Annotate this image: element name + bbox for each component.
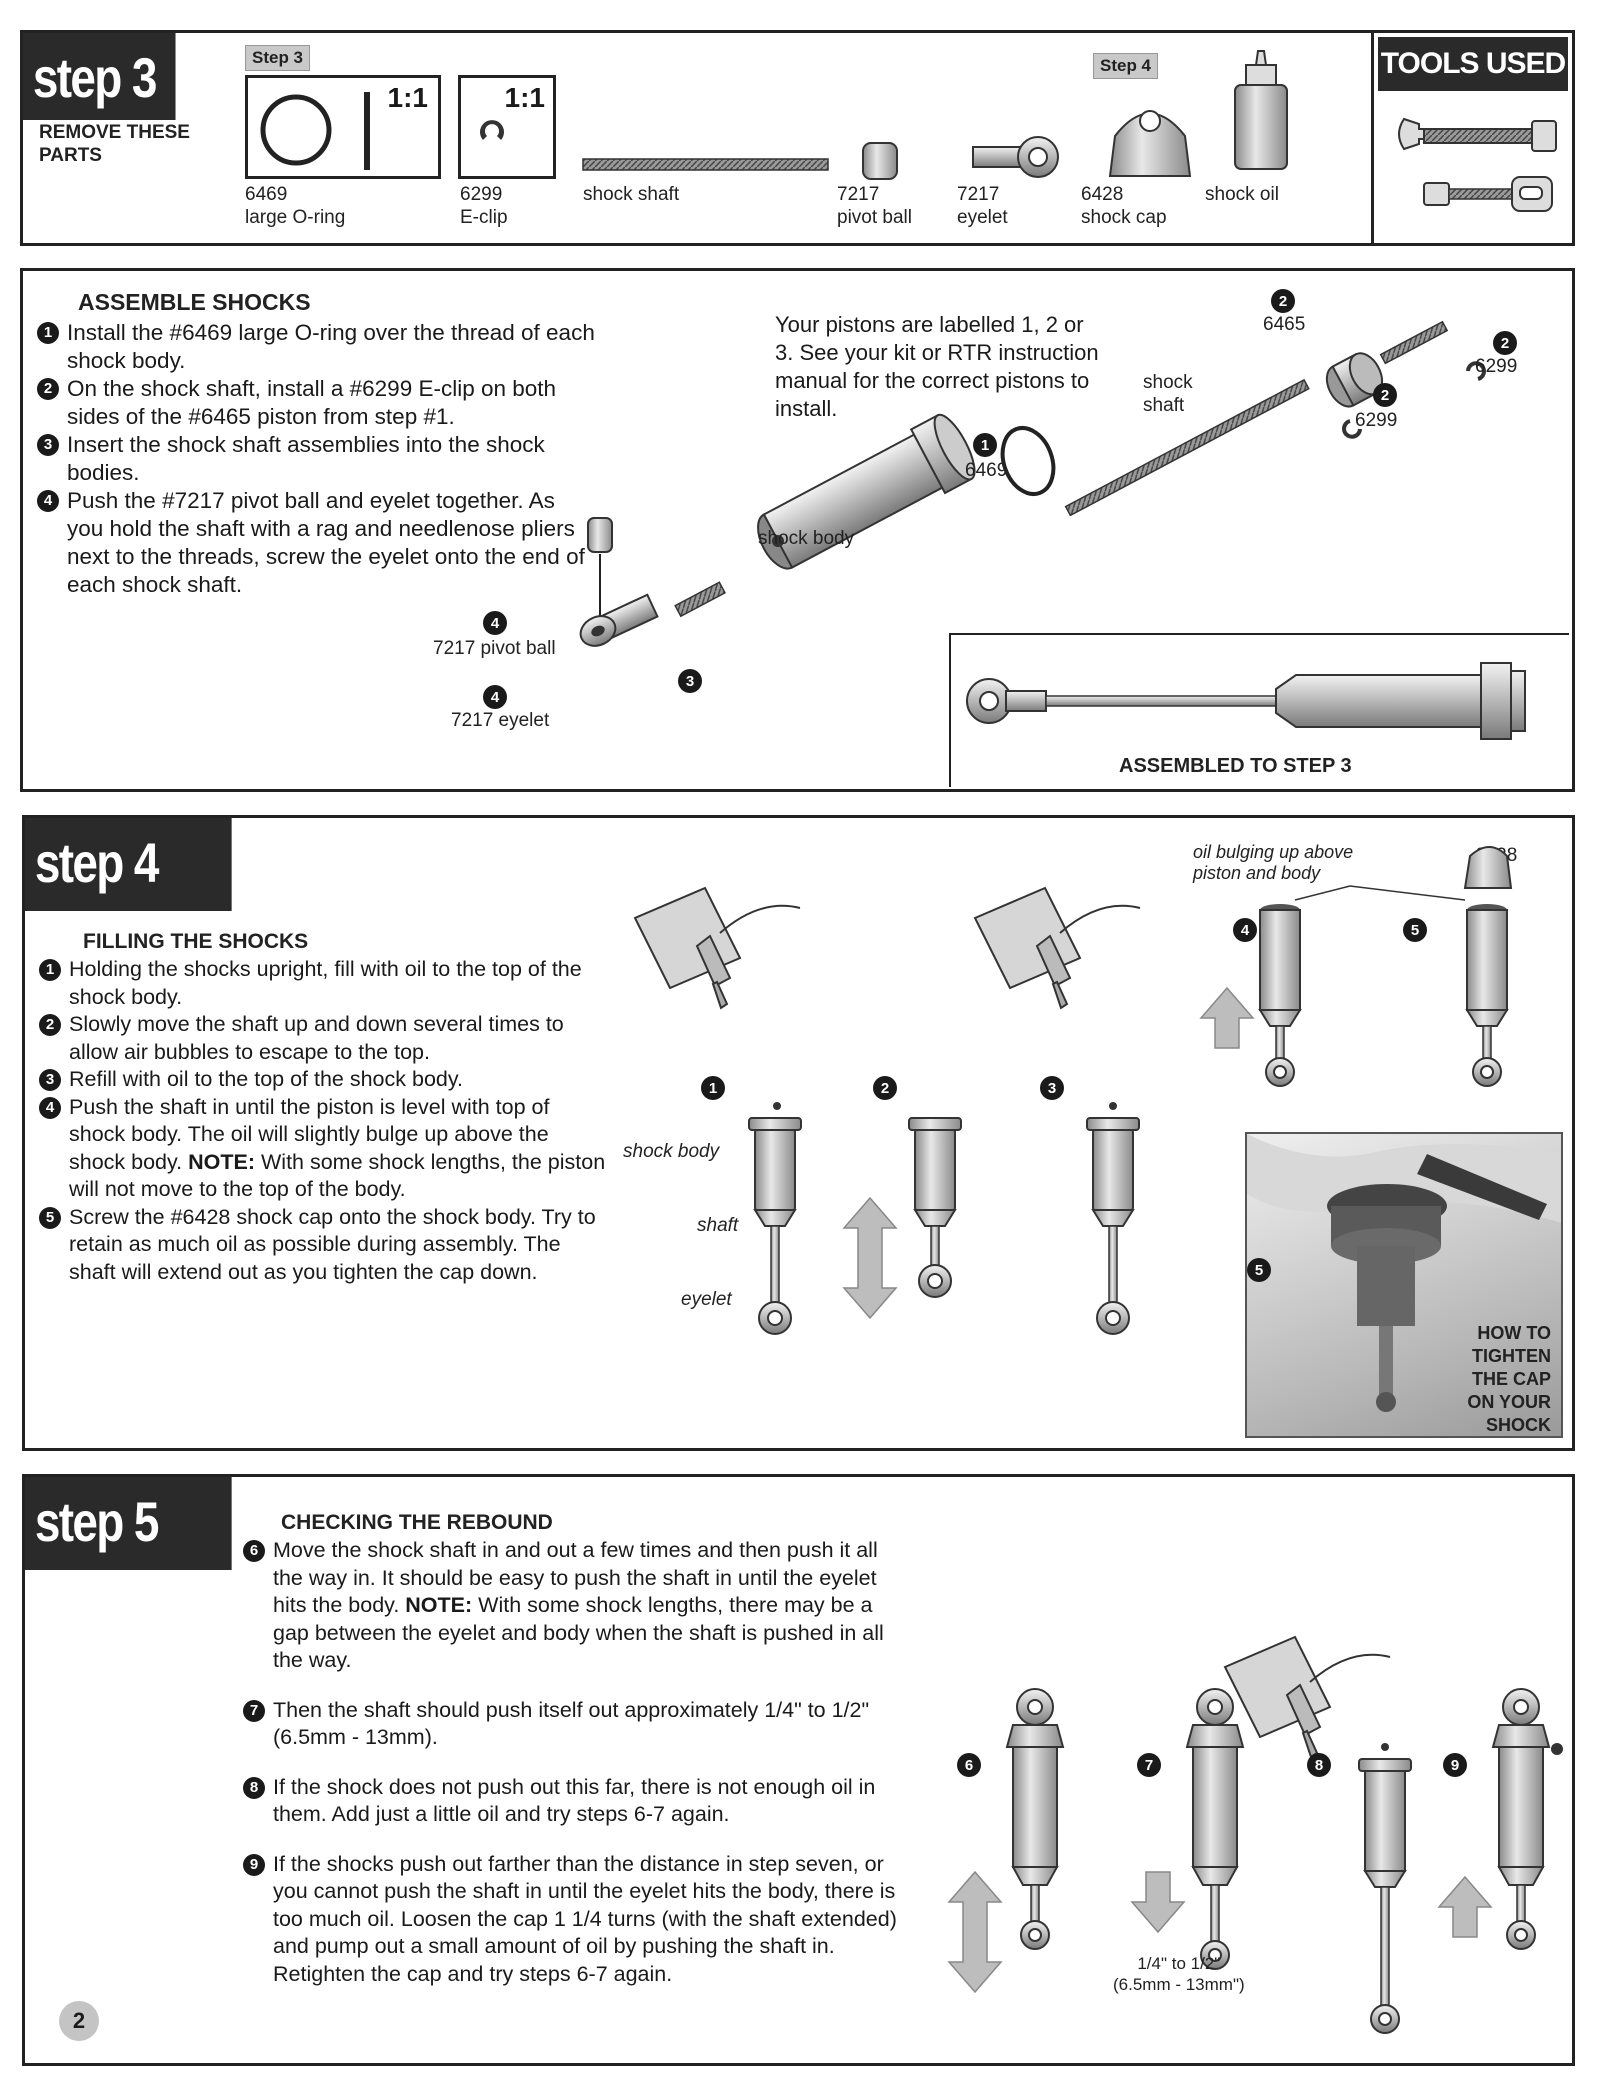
shock-cap-part	[1108, 110, 1192, 177]
label-oil-bulge: oil bulging up above piston and body	[1193, 842, 1354, 883]
wrench-icon	[1398, 117, 1557, 212]
piston-note: Your pistons are labelled 1, 2 or 3. See…	[775, 312, 1099, 421]
filling-diagram	[634, 887, 1141, 1335]
callout-6465: 6465	[1263, 314, 1306, 335]
measure-label: 1/4" to 1/2"(6.5mm - 13mm")	[1113, 1954, 1245, 1994]
bulge-badge-5: 5	[1403, 918, 1427, 942]
tools-panel: TOOLS USED	[1371, 33, 1572, 243]
step5-title: step 5	[25, 1477, 232, 1570]
step4-tag: Step 4	[1093, 53, 1159, 79]
bulge-cap-diagram	[1200, 846, 1513, 1087]
step3-title: step 3	[23, 33, 176, 120]
label-shaft: shaft	[697, 1215, 739, 1236]
shock-shaft-part	[582, 158, 829, 171]
callout-6299-a: 6299	[1475, 356, 1518, 377]
step3-tag: Step 3	[245, 45, 311, 71]
step4-heading: FILLING THE SHOCKS	[83, 930, 309, 953]
scale-label-b: 1:1	[504, 82, 545, 113]
step3-parts-panel: step 3 REMOVE THESE PARTS Step 3 1:1 1:1…	[20, 30, 1575, 246]
badge-2-mid: 2	[1373, 383, 1397, 407]
badge-2-top: 2	[1271, 289, 1295, 313]
oring-scale-box: 1:1	[245, 75, 441, 179]
exploded-shock-diagram	[579, 320, 1486, 647]
scale-label-a: 1:1	[387, 82, 428, 113]
fill-badge-3: 3	[1040, 1076, 1064, 1100]
photo-shock-image	[1247, 1134, 1561, 1412]
callout-6299-b: 6299	[1355, 410, 1398, 431]
bulge-badge-4: 4	[1233, 918, 1257, 942]
pivot-ball-part	[862, 142, 898, 180]
eyelet-part	[972, 136, 1059, 178]
eclip-drawing	[480, 120, 504, 140]
badge-2-right: 2	[1493, 331, 1517, 355]
fill-badge-1: 1	[701, 1076, 725, 1100]
page-number: 2	[59, 2001, 99, 2041]
part-label-shaft: shock shaft	[583, 184, 680, 205]
callout-eyelet: 7217 eyelet	[451, 710, 550, 731]
assemble-heading: ASSEMBLE SHOCKS	[78, 289, 311, 315]
callout-pivot-ball: 7217 pivot ball	[433, 638, 556, 659]
step4-title: step 4	[25, 818, 232, 911]
callout-6469: 6469	[965, 460, 1008, 481]
tools-title: TOOLS USED	[1378, 37, 1568, 91]
assembled-label: ASSEMBLED TO STEP 3	[1119, 755, 1352, 777]
rebound-badge-7: 7	[1137, 1753, 1161, 1777]
assembled-box: ASSEMBLED TO STEP 3	[949, 633, 1569, 787]
label-shock-body: shock body	[623, 1141, 720, 1162]
rebound-diagram	[948, 1636, 1563, 2034]
step5-heading: CHECKING THE REBOUND	[281, 1511, 553, 1534]
badge-1: 1	[973, 433, 997, 457]
label-eyelet: eyelet	[681, 1289, 732, 1310]
filling-diagram-3	[1086, 1102, 1140, 1335]
callout-shock-shaft: shock shaft	[1143, 372, 1193, 416]
rebound-badge-6: 6	[957, 1753, 981, 1777]
shock-oil-bottle	[1234, 50, 1288, 170]
eclip-scale-box: 1:1	[458, 75, 556, 179]
badge-4-eyelet: 4	[483, 685, 507, 709]
photo-caption: HOW TO TIGHTEN THE CAP ON YOUR SHOCK	[1467, 1323, 1551, 1435]
badge-3: 3	[678, 669, 702, 693]
rebound-badge-8: 8	[1307, 1753, 1331, 1777]
photo-badge-5: 5	[1247, 1258, 1271, 1282]
fill-badge-2: 2	[873, 1076, 897, 1100]
part-label-oil: shock oil	[1205, 184, 1279, 205]
rebound-badge-9: 9	[1443, 1753, 1467, 1777]
callout-shock-body: shock body	[758, 528, 855, 549]
remove-parts-label: REMOVE THESE PARTS	[39, 122, 190, 166]
oring-drawing	[260, 92, 370, 170]
assembled-shock-drawing	[966, 662, 1526, 740]
cap-tighten-photo: 5 HOW TO TIGHTEN THE CAP ON YOUR SHOCK	[1245, 1132, 1563, 1438]
badge-4-pivot: 4	[483, 611, 507, 635]
